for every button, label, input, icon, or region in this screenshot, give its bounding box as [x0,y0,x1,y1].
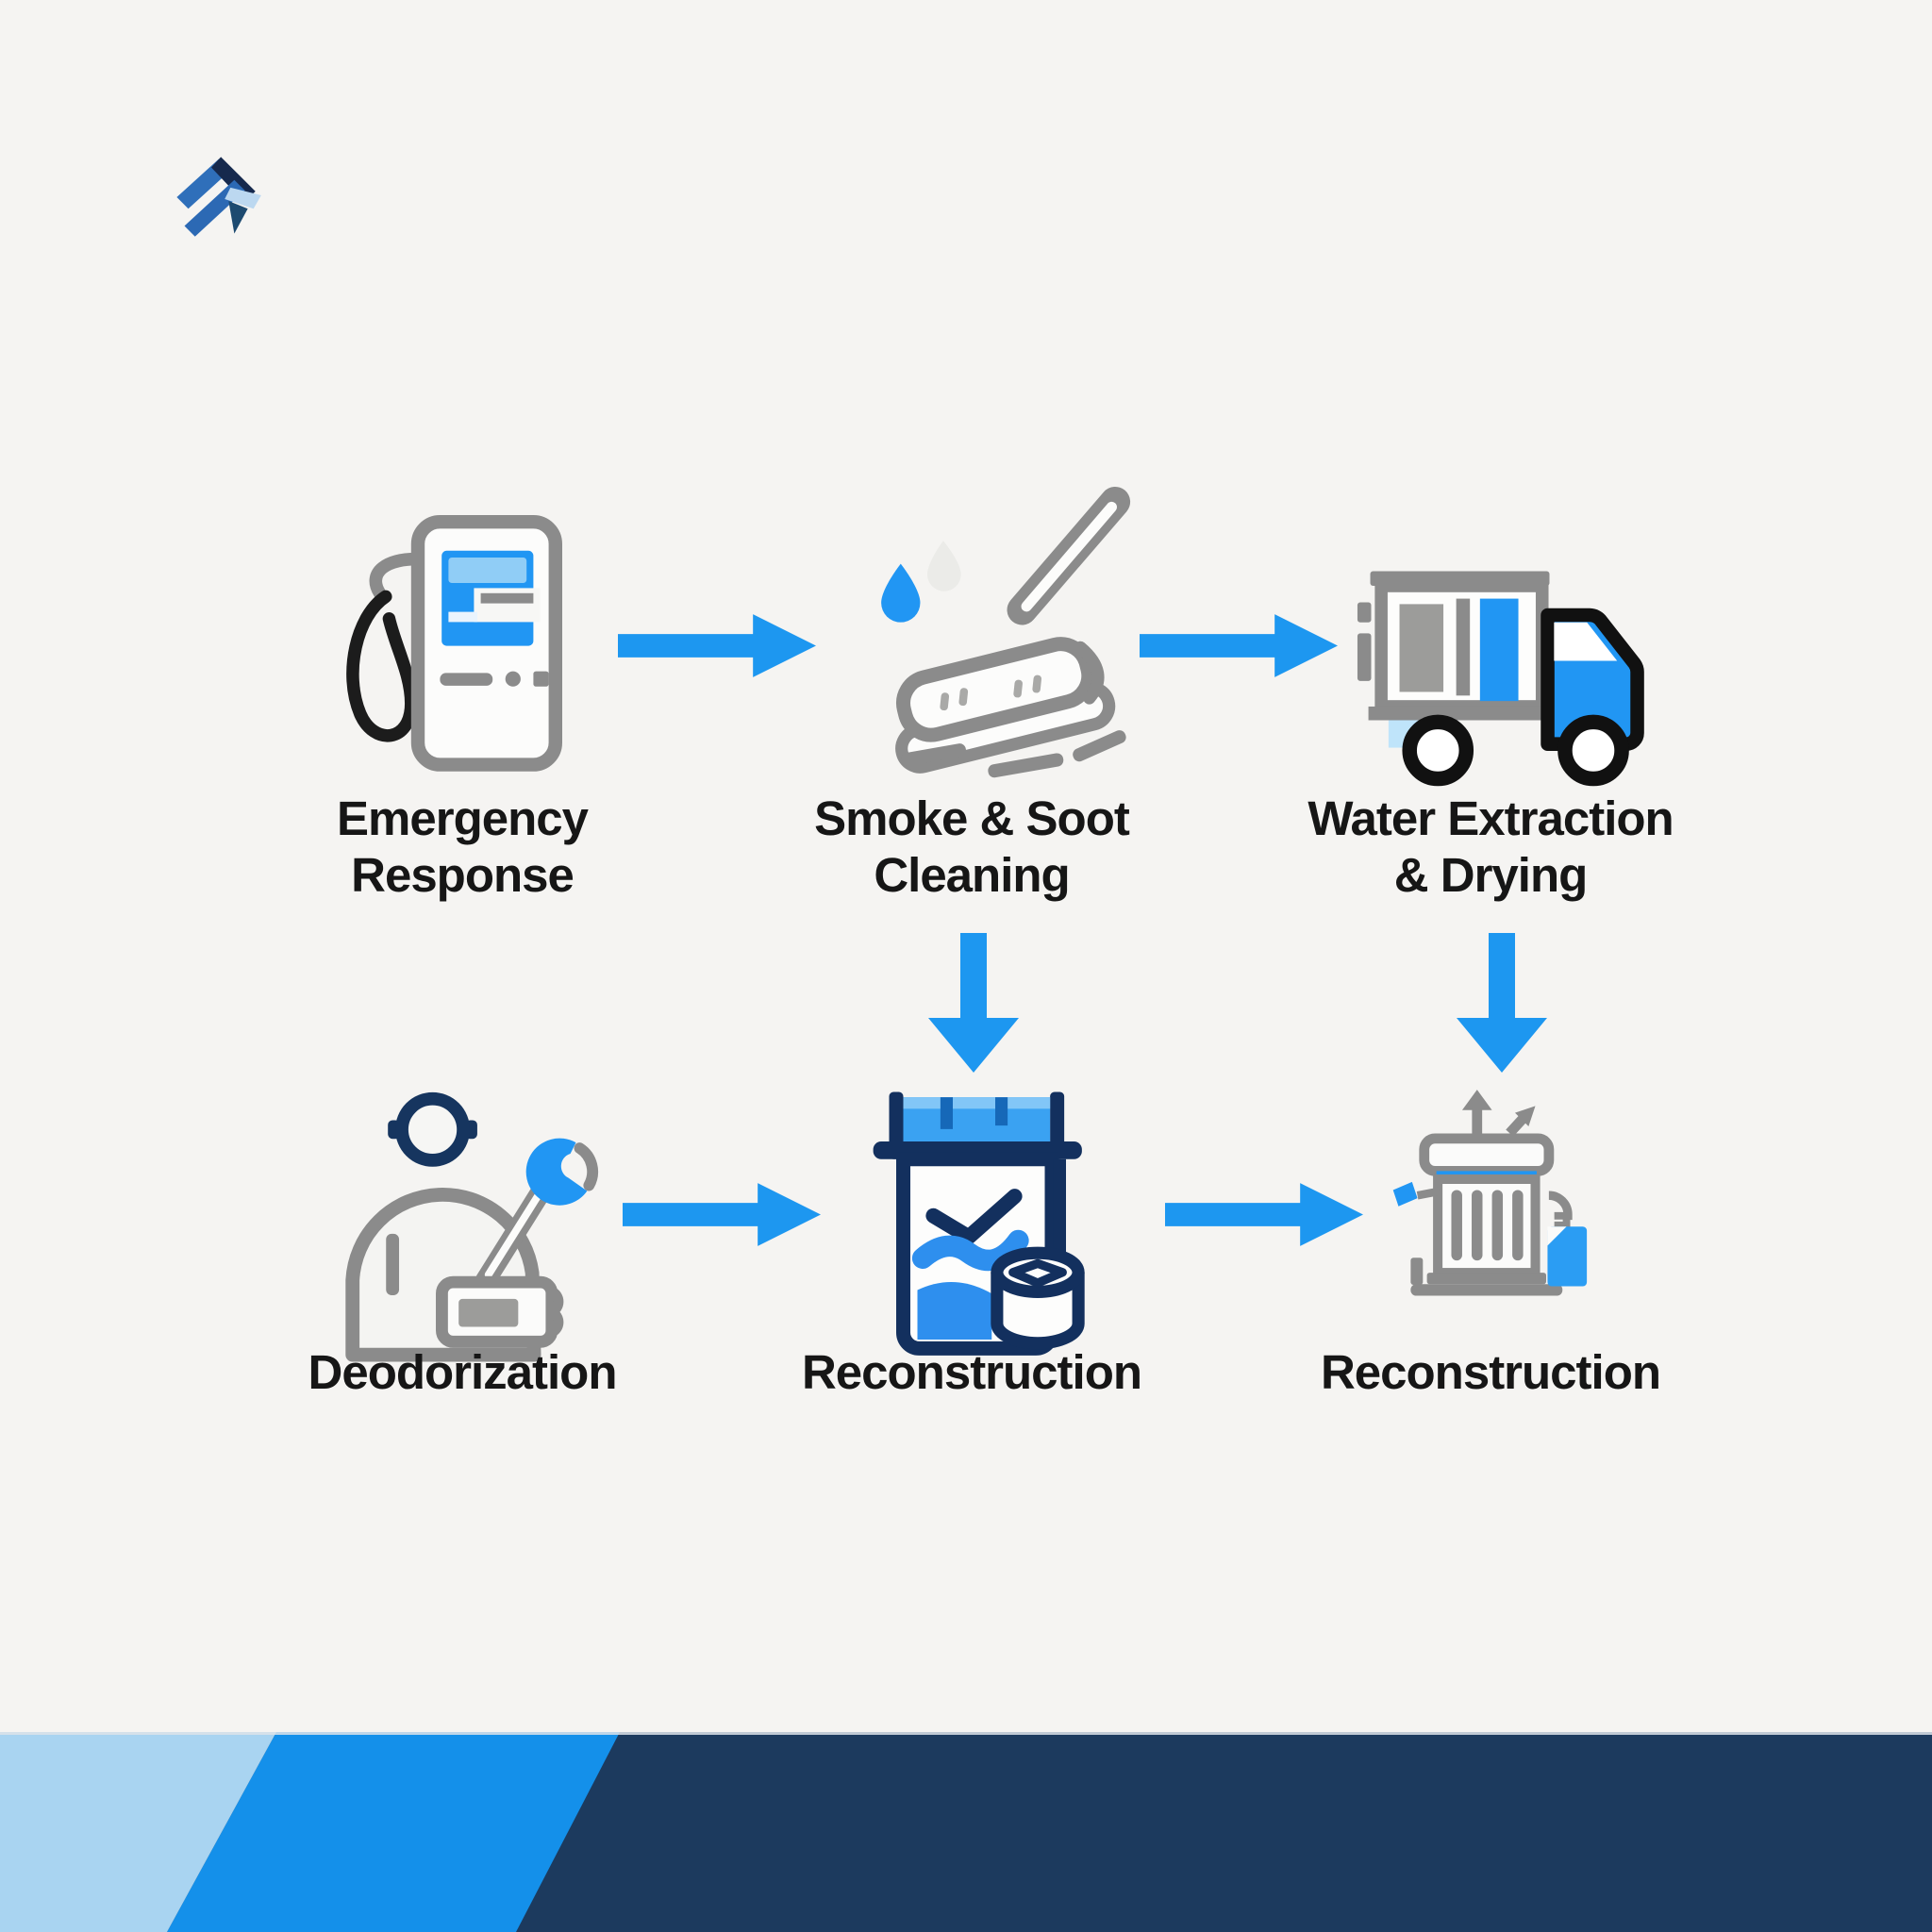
water-extraction-truck-icon [1354,557,1656,794]
arrow-down-icon [922,932,1025,1075]
arrow-right-icon [623,1165,821,1264]
step-label-water-extraction-drying: Water Extraction & Drying [1264,791,1717,904]
step-label-emergency-response: Emergency Response [236,791,689,904]
label-line: Deodorization [308,1345,618,1399]
label-line: Response [351,848,575,903]
emergency-call-phone-icon [333,507,588,778]
label-line: Cleaning [874,848,1070,903]
mop-water-drop-icon [849,486,1151,778]
label-line: Emergency [337,791,589,845]
footer-lightblue-shape [0,1732,276,1932]
step-label-smoke-soot-cleaning: Smoke & Soot Cleaning [745,791,1198,904]
footer-blue-shape [167,1732,620,1932]
label-line: Reconstruction [801,1345,1142,1399]
label-line: Water Extraction [1307,791,1674,845]
step-label-reconstruction-2: Reconstruction [1264,1344,1717,1401]
footer-decoration [0,1732,1932,1932]
arrow-right-icon [1165,1165,1363,1264]
technician-sprayer-icon [332,1083,611,1362]
arrow-right-icon [1140,596,1338,695]
step-label-deodorization: Deodorization [236,1344,689,1401]
logo-light-quad [225,187,261,209]
label-line: & Drying [1393,848,1589,903]
step-label-reconstruction-1: Reconstruction [745,1344,1198,1401]
container-waves-icon [858,1085,1104,1368]
arrow-down-icon [1450,932,1554,1075]
arrow-right-icon [618,596,816,695]
brand-logo-icon [154,138,269,245]
footer-top-hairline [0,1732,1932,1735]
label-line: Smoke & Soot [814,791,1130,845]
label-line: Reconstruction [1320,1345,1661,1399]
logo-dark-triangle [228,201,248,234]
radiator-bin-icon [1385,1083,1602,1307]
